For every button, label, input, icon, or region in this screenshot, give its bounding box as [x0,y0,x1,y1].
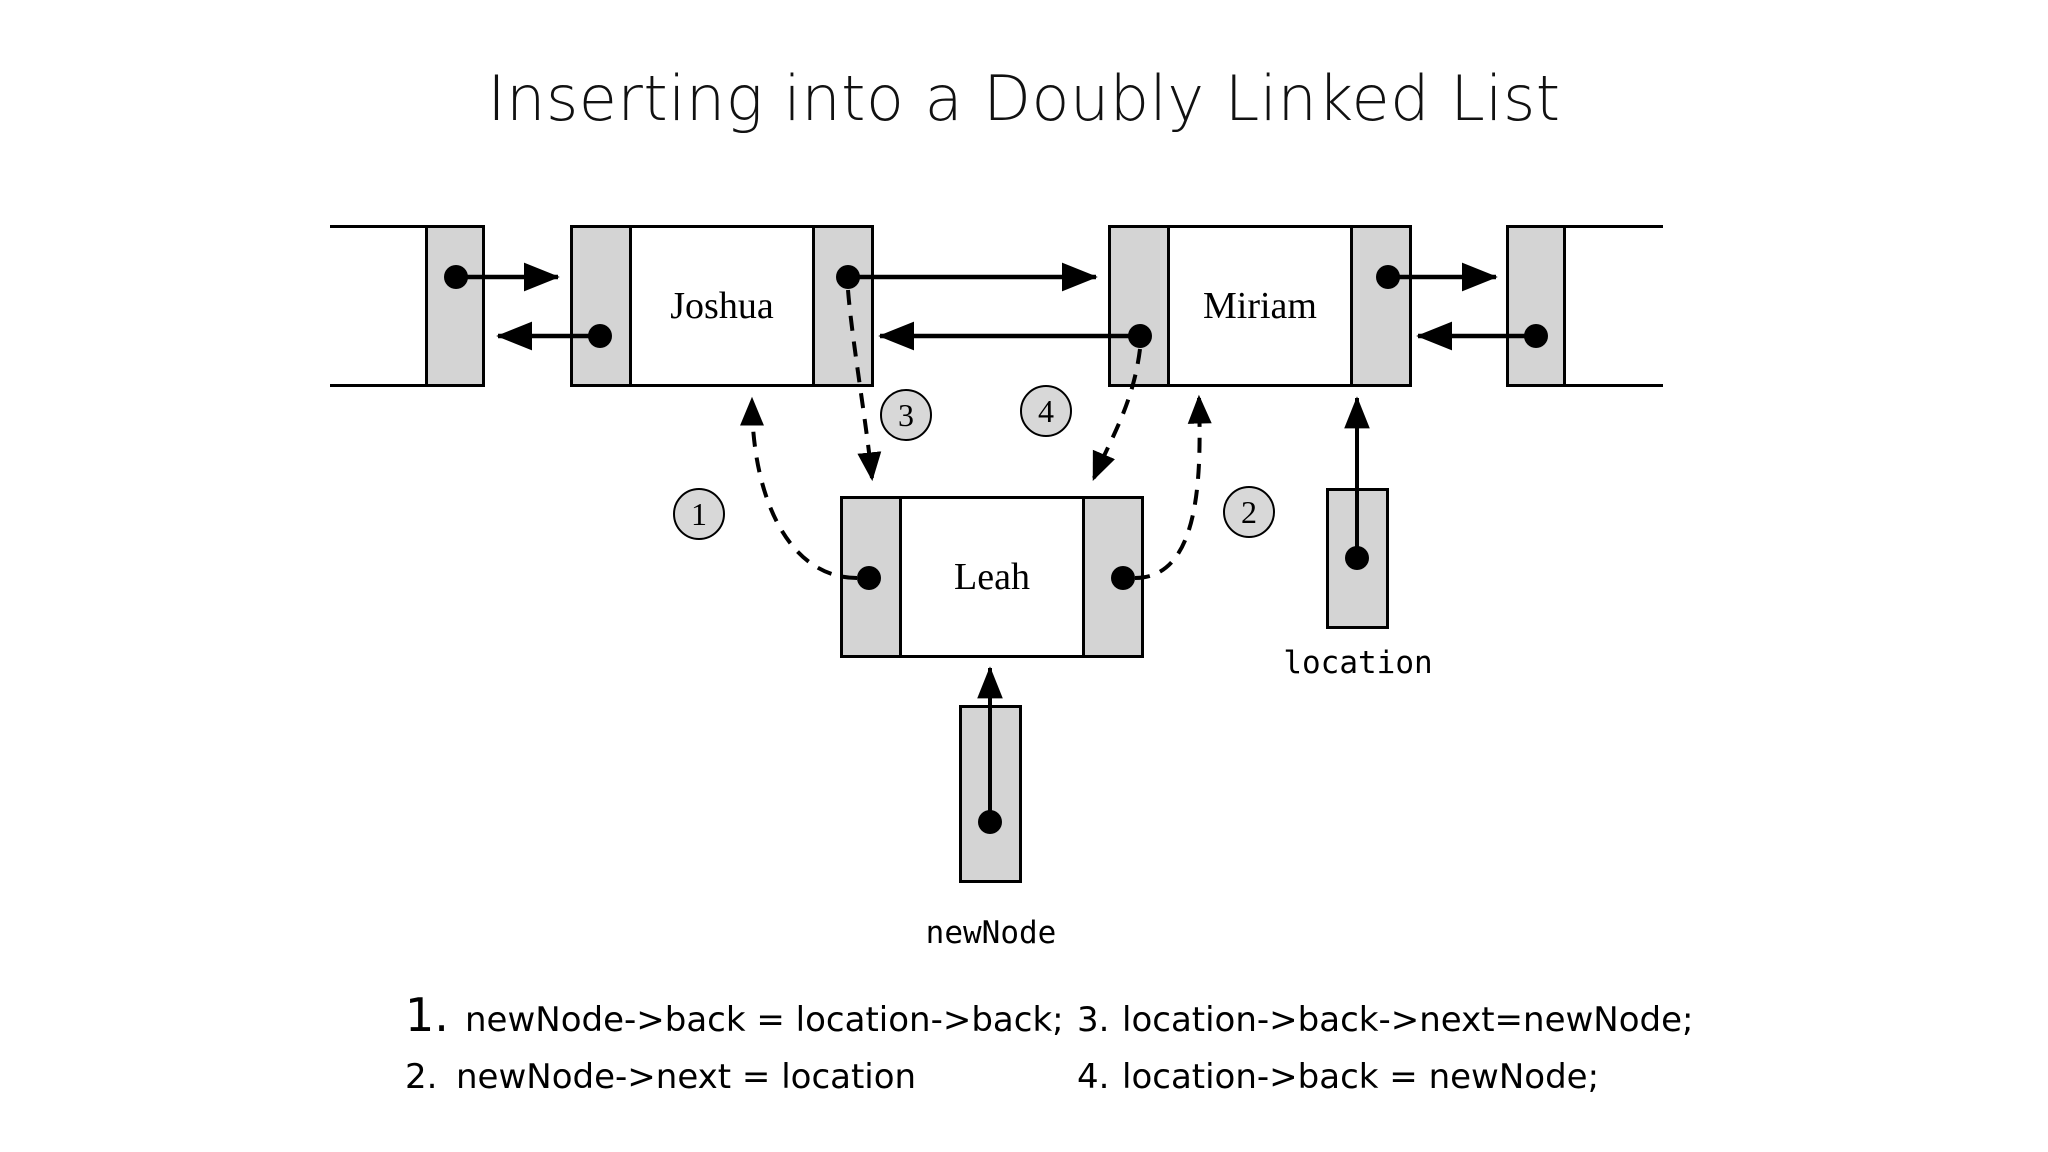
miriam-next-pointer-cell [1350,225,1412,387]
node-right-partial-pointer-cell [1506,225,1566,387]
code-line-3-text: location->back->next=newNode; [1122,1000,1694,1040]
miriam-data-cell: Miriam [1167,225,1353,387]
step-circle-1: 1 [673,488,725,540]
right-partial-bottom-edge [1563,384,1663,387]
var-label-newnode: newNode [925,915,1057,951]
miriam-label: Miriam [1203,285,1317,327]
joshua-next-pointer-cell [812,225,874,387]
code-line-4-text: location->back = newNode; [1122,1057,1600,1097]
step-circle-3: 3 [880,389,932,441]
leah-next-pointer-cell [1082,496,1144,658]
code-line-1-number: 1. [405,988,449,1042]
left-partial-bottom-edge [330,384,430,387]
node-left-partial-pointer-cell [425,225,485,387]
leah-data-cell: Leah [899,496,1085,658]
var-box-newnode [959,705,1022,883]
left-partial-top-edge [330,225,430,228]
code-line-3-number: 3. [1077,1000,1110,1040]
step-circle-4: 4 [1020,385,1072,437]
leah-label: Leah [954,556,1030,598]
var-box-location [1326,488,1389,629]
node-miriam: Miriam [1108,225,1412,387]
node-leah: Leah [840,496,1144,658]
code-line-1-text: newNode->back = location->back; [465,1000,1064,1040]
page-title: Inserting into a Doubly Linked List [487,62,1561,135]
joshua-label: Joshua [670,285,774,327]
joshua-data-cell: Joshua [629,225,815,387]
var-label-location: location [1283,645,1433,681]
dashed-arrow-step-2 [1134,394,1212,580]
code-line-2-text: newNode->next = location [456,1057,917,1097]
miriam-back-pointer-cell [1108,225,1170,387]
node-joshua: Joshua [570,225,874,387]
code-line-4-number: 4. [1077,1057,1110,1097]
code-line-2-number: 2. [405,1057,438,1097]
leah-back-pointer-cell [840,496,902,658]
pointer-cell-back [1506,225,1566,387]
right-partial-top-edge [1563,225,1663,228]
pointer-cell-next [425,225,485,387]
step-circle-2: 2 [1223,486,1275,538]
joshua-back-pointer-cell [570,225,632,387]
